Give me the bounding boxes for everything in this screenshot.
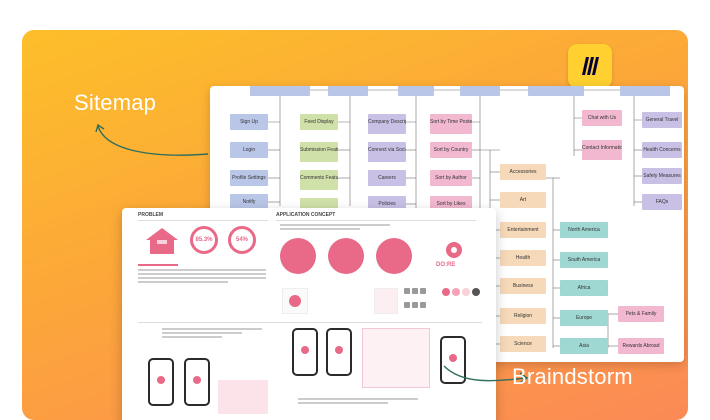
- house-icon: [146, 228, 178, 254]
- sitemap-top-node[interactable]: [328, 86, 368, 96]
- icon-grid: [404, 288, 428, 314]
- sitemap-top-node[interactable]: [460, 86, 500, 96]
- phone-mockup: [184, 358, 210, 406]
- sitemap-node-sort-country[interactable]: Sort by Country: [430, 142, 472, 158]
- sitemap-node-sort-time[interactable]: Sort by Time Posted: [430, 114, 472, 134]
- sitemap-node-careers[interactable]: Careers: [368, 170, 406, 186]
- sitemap-node-science[interactable]: Science: [500, 336, 546, 352]
- braindstorm-arrow-icon: [443, 365, 529, 384]
- sitemap-node-accessories[interactable]: Accessories: [500, 164, 546, 180]
- sitemap-node-sign-up[interactable]: Sign Up: [230, 114, 268, 130]
- sitemap-node-connect-social[interactable]: Connect via Social Media: [368, 142, 406, 162]
- sitemap-node-north-america[interactable]: North America: [560, 222, 608, 238]
- stat-ring: 85.3%: [190, 226, 218, 254]
- phone-mockup: [440, 336, 466, 384]
- brand-name: DO:RE: [436, 262, 456, 268]
- sitemap-node-company-description[interactable]: Company Description: [368, 114, 406, 134]
- divider: [138, 322, 482, 323]
- sitemap-node-feed-display[interactable]: Feed Display: [300, 114, 338, 130]
- sitemap-node-europe[interactable]: Europe: [560, 310, 608, 326]
- stat-ring: 54%: [228, 226, 256, 254]
- sitemap-top-node[interactable]: [398, 86, 434, 96]
- phone-mockup: [148, 358, 174, 406]
- sitemap-node-rewards[interactable]: Rewards Abroad: [618, 338, 664, 354]
- sitemap-node-contact[interactable]: Contact Information: [582, 140, 622, 160]
- flow-diagram: [362, 328, 430, 388]
- sitemap-node-pets[interactable]: Pets & Family: [618, 306, 664, 322]
- sitemap-node-religion[interactable]: Religion: [500, 308, 546, 324]
- color-palette: [442, 288, 480, 296]
- phone-mockup: [326, 328, 352, 376]
- sitemap-node-health-concerns[interactable]: Health Concerns: [642, 142, 682, 158]
- phone-mockup: [292, 328, 318, 376]
- sitemap-node-notify[interactable]: Notify: [230, 194, 268, 210]
- sitemap-arrow-icon: [95, 123, 209, 156]
- photo-collage: [218, 380, 268, 414]
- sitemap-node-art[interactable]: Art: [500, 192, 546, 208]
- sitemap-node-entertainment[interactable]: Entertainment: [500, 222, 546, 238]
- brand-mark-icon: [446, 242, 462, 258]
- lower-text: [162, 328, 262, 338]
- sitemap-node-africa[interactable]: Africa: [560, 280, 608, 296]
- sitemap-top-node[interactable]: [528, 86, 584, 96]
- sitemap-node-chat[interactable]: Chat with Us: [582, 110, 622, 126]
- sitemap-node-sort-author[interactable]: Sort by Author: [430, 170, 472, 186]
- sitemap-node-business[interactable]: Business: [500, 278, 546, 294]
- concept-bubble: [328, 238, 364, 274]
- braindstorm-board[interactable]: PROBLEM 85.3% 54% APPLICATION CONCEPT: [122, 208, 496, 420]
- concept-bubble: [376, 238, 412, 274]
- sitemap-label: Sitemap: [74, 90, 157, 115]
- braindstorm-label: Braindstorm: [512, 364, 633, 389]
- hero-canvas: Sitemap: [22, 30, 688, 420]
- sitemap-node-comments[interactable]: Comments Feature: [300, 170, 338, 190]
- miro-logo-icon: [582, 57, 599, 75]
- sitemap-node-south-america[interactable]: South America: [560, 252, 608, 268]
- sitemap-node-health[interactable]: Health: [500, 250, 546, 266]
- sitemap-node-safety[interactable]: Safety Measures: [642, 168, 682, 184]
- sitemap-node-submission[interactable]: Submission Feature: [300, 142, 338, 162]
- divider: [138, 220, 268, 221]
- sitemap-node-login[interactable]: Login: [230, 142, 268, 158]
- concept-text: [280, 224, 390, 230]
- concept-thumb: [374, 288, 398, 314]
- sitemap-top-node[interactable]: [620, 86, 670, 96]
- problem-title: PROBLEM: [138, 212, 163, 218]
- problem-text: [138, 264, 266, 283]
- sitemap-node-asia[interactable]: Asia: [560, 338, 608, 354]
- lower-text: [298, 398, 418, 404]
- sitemap-top-node[interactable]: [250, 86, 310, 96]
- sitemap-node-faqs[interactable]: FAQs: [642, 194, 682, 210]
- divider: [276, 220, 476, 221]
- sitemap-node-profile-settings[interactable]: Profile Settings: [230, 170, 268, 186]
- miro-logo: [568, 44, 612, 88]
- concept-thumb: [282, 288, 308, 314]
- concept-bubble: [280, 238, 316, 274]
- concept-title: APPLICATION CONCEPT: [276, 212, 336, 218]
- sitemap-node-general-travel[interactable]: General Travel: [642, 112, 682, 128]
